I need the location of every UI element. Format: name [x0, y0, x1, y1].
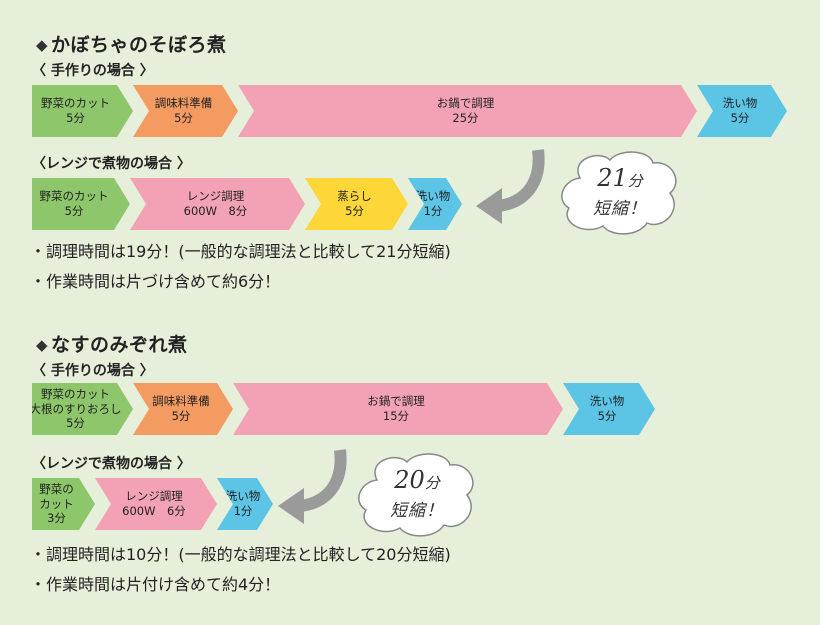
- step-label: 野菜のカット: [39, 189, 109, 204]
- step-duration: 600W 8分: [183, 204, 248, 218]
- badge-text: 短縮！: [593, 199, 647, 219]
- badge-number: 20: [394, 466, 425, 494]
- step-duration: 1分: [423, 204, 443, 218]
- step-duration: 5分: [174, 111, 193, 125]
- cloud-shape: [561, 151, 677, 235]
- step-duration: 5分: [730, 111, 750, 125]
- manual-label: 〈 手作りの場合 〉: [32, 363, 154, 379]
- section-title: ◆かぼちゃのそぼろ煮: [36, 34, 227, 56]
- step-label: レンジ調理: [186, 189, 245, 204]
- step-label: 洗い物: [722, 96, 758, 111]
- step-duration: 600W 6分: [122, 504, 186, 518]
- bullet-item: ・調理時間は19分！(一般的な調理法と比較して21分短縮): [30, 242, 451, 261]
- step-label: 調味料準備: [152, 394, 210, 409]
- step-duration: 15分: [382, 409, 410, 423]
- step-label: 野菜のカット: [41, 96, 110, 111]
- step-label: 蒸らし: [337, 189, 372, 204]
- step-label: 野菜の: [39, 481, 74, 496]
- curved-arrow-icon: [278, 449, 347, 524]
- manual-label: 〈 手作りの場合 〉: [32, 63, 154, 79]
- step-duration: 5分: [64, 204, 84, 218]
- range-label: 〈レンジで煮物の場合 〉: [32, 156, 191, 172]
- saving-badge: 21分 短縮！: [555, 148, 685, 238]
- diamond-icon: ◆: [36, 336, 49, 354]
- step-duration: 5分: [66, 111, 85, 125]
- badge-text: 短縮！: [390, 501, 444, 521]
- step-label: お鍋で調理: [436, 96, 495, 111]
- step-label: カット: [39, 496, 74, 511]
- curved-arrow-icon: [476, 149, 545, 224]
- step-label: 洗い物: [415, 189, 451, 204]
- step-label: レンジ調理: [125, 489, 183, 504]
- badge-unit: 分: [424, 474, 440, 492]
- badge-number: 21: [597, 164, 628, 192]
- step-label: 調味料準備: [154, 96, 213, 111]
- bullet-item: ・作業時間は片づけ含めて約6分！: [30, 272, 281, 291]
- step-label: お鍋で調理: [367, 394, 425, 409]
- step-duration: 1分: [233, 504, 253, 518]
- range-label: 〈レンジで煮物の場合 〉: [32, 456, 191, 472]
- step-label: 野菜のカット: [41, 386, 110, 401]
- cloud-shape: [358, 453, 474, 537]
- section-title: ◆なすのみぞれ煮: [36, 334, 188, 356]
- badge-unit: 分: [627, 172, 643, 190]
- step-duration: 5分: [597, 409, 617, 423]
- step-duration: 25分: [452, 111, 479, 125]
- step-label: 洗い物: [225, 489, 261, 504]
- bullet-item: ・調理時間は10分！(一般的な調理法と比較して20分短縮): [30, 545, 451, 564]
- saving-badge: 20分 短縮！: [352, 450, 482, 540]
- diamond-icon: ◆: [36, 36, 49, 54]
- step-duration: 3分: [47, 511, 66, 526]
- step-label: 大根のすりおろし: [29, 401, 122, 416]
- step-label: 洗い物: [589, 394, 625, 409]
- step-duration: 5分: [66, 416, 85, 431]
- step-duration: 5分: [345, 204, 364, 218]
- bullet-item: ・作業時間は片付け含めて約4分！: [30, 575, 281, 594]
- step-duration: 5分: [171, 409, 191, 423]
